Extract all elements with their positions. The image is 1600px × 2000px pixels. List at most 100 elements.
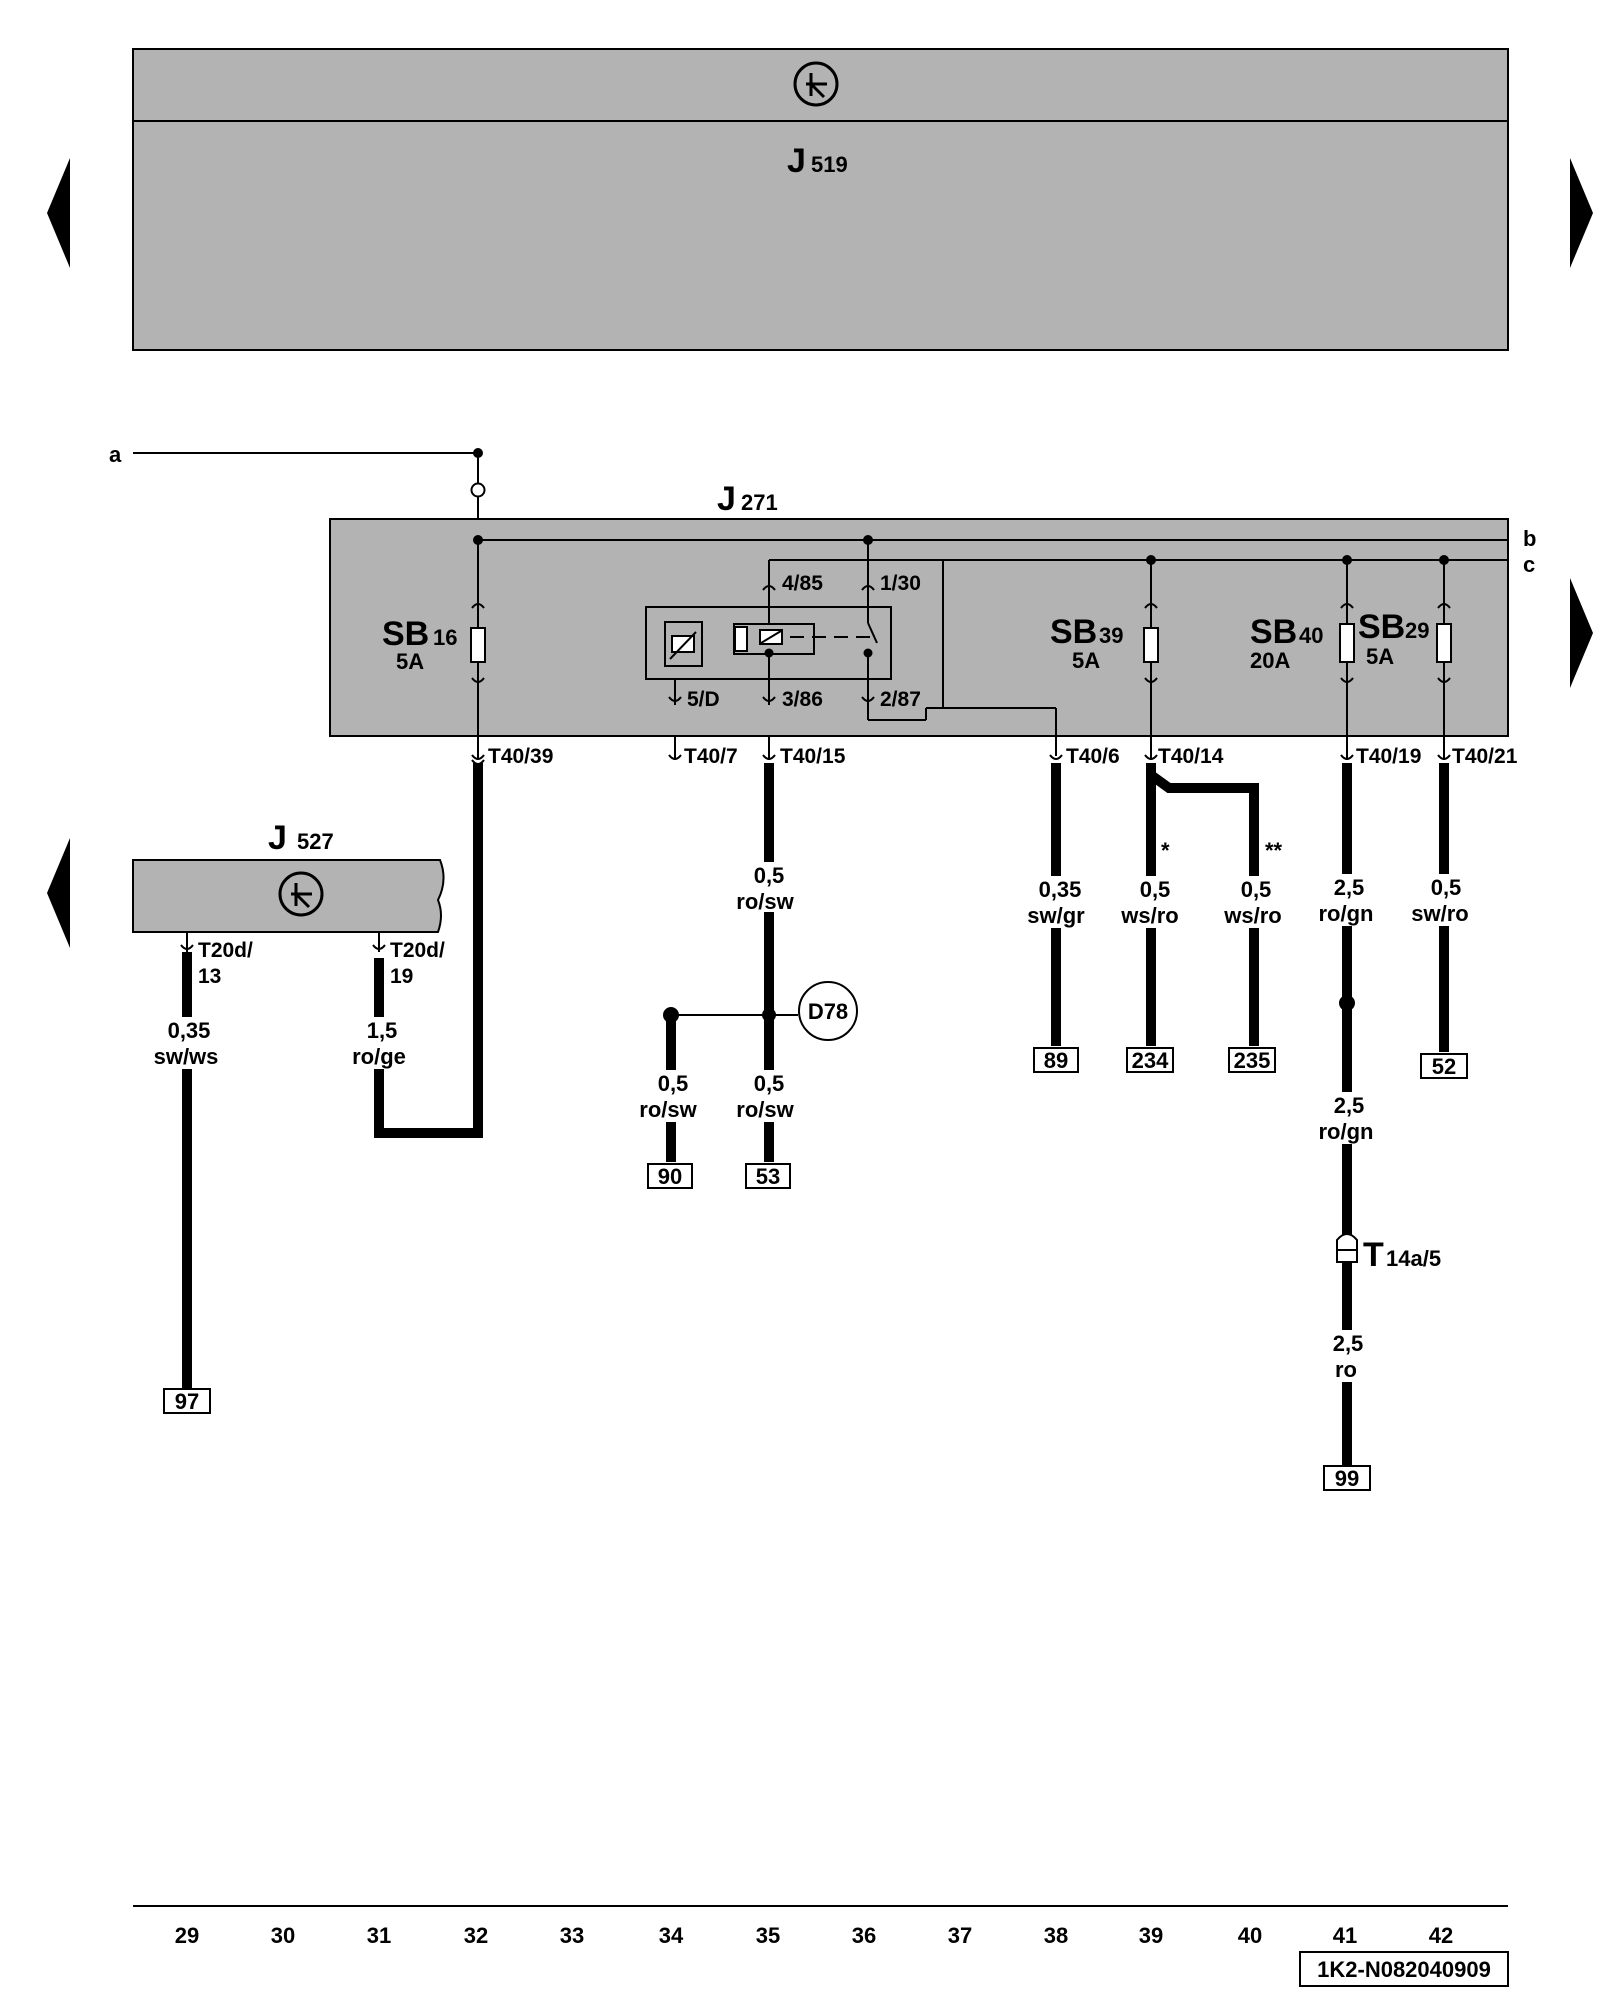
relay-box-j271: J 271: [329, 480, 1509, 737]
sb16-rating: 5A: [396, 649, 424, 674]
next-page-arrow-icon[interactable]: [1570, 158, 1593, 268]
prev-page-arrow-icon-lower[interactable]: [47, 838, 70, 948]
ref-box-label: 99: [1335, 1466, 1359, 1491]
diagram-code: 1K2-N082040909: [1317, 1957, 1491, 1982]
line-c-label: c: [1523, 552, 1535, 577]
pin-3-86: 3/86: [782, 688, 823, 711]
ref-box-label: 90: [658, 1164, 682, 1189]
wire-label-color: ws/ro: [1223, 903, 1281, 928]
wire-label-color: ro/gn: [1319, 1119, 1374, 1144]
j519-label: J: [787, 142, 806, 180]
column-numbers: 29 30 31 32 33 34 35 36 37 38 39 40 41 4…: [175, 1923, 1453, 1948]
j271-label: J: [717, 480, 736, 518]
ref-box-label: 234: [1132, 1048, 1169, 1073]
column-number: 33: [560, 1923, 584, 1948]
column-number: 37: [948, 1923, 972, 1948]
column-number: 35: [756, 1923, 780, 1948]
sb39-name: SB: [1050, 613, 1097, 651]
reference-boxes: 89 234 235 52 90 53 97 99: [163, 1047, 1468, 1491]
ref-box-label: 52: [1432, 1054, 1456, 1079]
wire-label-size: 0,35: [168, 1018, 211, 1043]
pin-5-d: 5/D: [687, 688, 720, 711]
fuse-sb39: SB 39 5A: [1050, 560, 1159, 760]
sb16-name: SB: [382, 615, 429, 653]
wire-label-color: ro/sw: [736, 889, 794, 914]
t14a-label: T: [1363, 1236, 1384, 1274]
fuse-icon: [1339, 623, 1355, 663]
sb40-num: 40: [1299, 623, 1323, 648]
column-number: 30: [271, 1923, 295, 1948]
wire-label-color: ro/ge: [352, 1044, 406, 1069]
prev-page-arrow-icon[interactable]: [47, 158, 70, 268]
sb29-num: 29: [1405, 618, 1429, 643]
column-number: 39: [1139, 1923, 1163, 1948]
wire-label-size: 0,35: [1039, 877, 1082, 902]
fuse-icon: [1143, 627, 1159, 663]
column-number: 40: [1238, 1923, 1262, 1948]
t20d-19-label-a: T20d/: [390, 939, 445, 962]
t40-6-label: T40/6: [1066, 745, 1120, 768]
ground-symbol-icon: [278, 871, 324, 917]
sb39-rating: 5A: [1072, 648, 1100, 673]
wire-label-size: 0,5: [754, 863, 785, 888]
t40-19-label: T40/19: [1356, 745, 1421, 768]
wire-label-size: 2,5: [1334, 1093, 1365, 1118]
wire-label-color: ro: [1335, 1357, 1357, 1382]
j519-sub: 519: [811, 152, 848, 177]
pin-1-30: 1/30: [880, 572, 921, 595]
wire-label-size: 0,5: [1241, 877, 1272, 902]
t40-15-label: T40/15: [780, 745, 846, 768]
diode-d78: D78: [798, 981, 858, 1041]
pin-2-87: 2/87: [880, 688, 921, 711]
wire-label-color: sw/ws: [154, 1044, 219, 1069]
footnote-mark-double: **: [1265, 838, 1283, 863]
wire-label-size: 0,5: [658, 1071, 689, 1096]
next-page-arrow-icon-lower[interactable]: [1570, 578, 1593, 688]
wire-label-size: 0,5: [1140, 877, 1171, 902]
column-number: 36: [852, 1923, 876, 1948]
column-number: 38: [1044, 1923, 1068, 1948]
sb29-name: SB: [1358, 608, 1405, 646]
fuse-sb40: SB 40 20A: [1250, 560, 1355, 760]
fuse-icon: [1436, 623, 1452, 663]
t14a-sub: 14a/5: [1386, 1246, 1441, 1271]
wire-label-color: ro/sw: [639, 1097, 697, 1122]
wire-label-size: 2,5: [1333, 1331, 1364, 1356]
line-b-label: b: [1523, 526, 1536, 551]
footnote-mark-single: *: [1161, 838, 1170, 863]
t40-21-label: T40/21: [1452, 745, 1518, 768]
wire-label-size: 0,5: [754, 1071, 785, 1096]
sb39-num: 39: [1099, 623, 1123, 648]
wire-label-color: sw/gr: [1027, 903, 1085, 928]
wire-label-color: ws/ro: [1120, 903, 1178, 928]
wire-labels: 0,5 ro/sw 0,5 ro/sw 0,5 ro/sw 0,35 sw/gr…: [150, 862, 1478, 1382]
thermistor-icon: [669, 631, 697, 660]
column-number: 34: [659, 1923, 684, 1948]
pin-4-85: 4/85: [782, 572, 823, 595]
column-number: 31: [367, 1923, 391, 1948]
column-number: 29: [175, 1923, 199, 1948]
wire-label-size: 0,5: [1431, 875, 1462, 900]
t20d-13-label-a: T20d/: [198, 939, 253, 962]
control-unit-j527: J 527: [132, 819, 445, 933]
t40-39-label: T40/39: [488, 745, 553, 768]
relay-coil-icon: [734, 626, 748, 652]
control-unit-j519: J 519: [132, 48, 1509, 351]
wire-label-size: 1,5: [367, 1018, 398, 1043]
sb40-name: SB: [1250, 613, 1297, 651]
ref-box-label: 53: [756, 1164, 780, 1189]
sb29-rating: 5A: [1366, 644, 1394, 669]
j527-sub: 527: [297, 829, 334, 854]
fuse-icon: [470, 627, 486, 663]
ref-box-label: 235: [1234, 1048, 1271, 1073]
connector-labels: T40/39 T40/7 T40/15 T40/6 T40/14 T40/19 …: [471, 736, 1518, 768]
wire-label-color: ro/sw: [736, 1097, 794, 1122]
j271-sub: 271: [741, 490, 778, 515]
fuse-sb16: SB 16 5A: [382, 540, 486, 690]
sb16-num: 16: [433, 625, 457, 650]
t20d-19-label-b: 19: [390, 965, 413, 988]
ground-symbol-icon: [793, 61, 839, 107]
ref-box-label: 97: [175, 1389, 199, 1414]
j527-label: J: [268, 819, 287, 857]
